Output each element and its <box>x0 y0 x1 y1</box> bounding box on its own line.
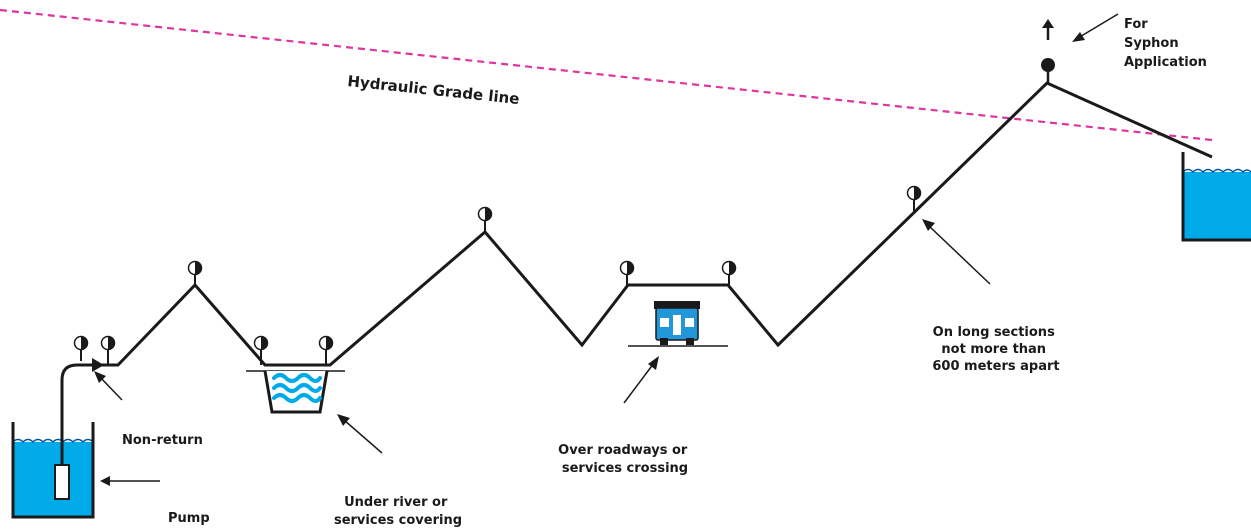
air-valve-icon <box>73 335 89 361</box>
arrow-icon <box>922 219 991 285</box>
non-return-valve-icon <box>92 358 104 372</box>
pump-riser-pipe <box>60 363 100 465</box>
air-valve-icon <box>721 260 737 285</box>
river-crossing <box>246 370 345 414</box>
air-valve-icon <box>619 260 635 285</box>
air-valves <box>73 185 922 365</box>
river-label: Under river or services covering <box>334 495 462 528</box>
pipeline <box>100 81 1213 367</box>
waves-icon <box>272 373 322 403</box>
source-tank <box>11 422 95 519</box>
arrow-icon <box>100 476 160 486</box>
pump-label: Pump <box>168 511 210 526</box>
air-valve-icon <box>100 335 116 365</box>
air-valve-icon <box>318 335 334 365</box>
pump-icon <box>54 464 70 500</box>
roadway-crossing <box>628 301 728 347</box>
air-valve-icon <box>253 335 269 365</box>
air-valve-icon <box>477 206 493 232</box>
syphon-label: For Syphon Application <box>1124 17 1207 70</box>
arrow-icon <box>623 356 659 404</box>
hydraulic-grade-line <box>0 8 1213 142</box>
bus-icon <box>654 301 700 345</box>
non-return-label: Non-return <box>122 433 203 448</box>
arrow-icon <box>94 371 123 401</box>
roadway-label: Over roadways or services crossing <box>558 443 692 476</box>
hydraulic-grade-line-label: Hydraulic Grade line <box>347 72 521 108</box>
arrow-icon <box>337 414 383 454</box>
up-arrow-icon <box>1042 19 1054 40</box>
air-valve-icon <box>187 260 203 285</box>
pointer-arrows <box>94 13 1119 486</box>
syphon-valve-icon <box>1041 58 1055 83</box>
destination-reservoir <box>1181 152 1251 242</box>
arrow-icon <box>1072 13 1119 42</box>
long-sections-label: On long sections not more than 600 meter… <box>932 325 1059 374</box>
air-valve-icon <box>906 185 922 211</box>
